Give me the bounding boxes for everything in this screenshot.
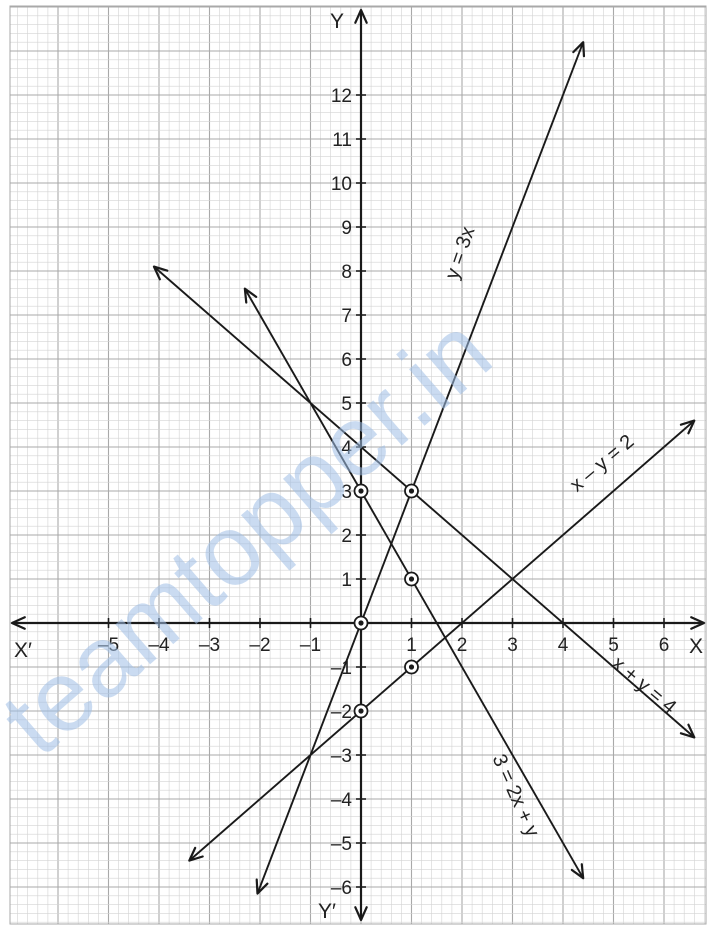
y-tick-label: 10: [331, 174, 352, 195]
y-tick-label: –3: [331, 746, 352, 767]
x-tick-label: –4: [148, 635, 170, 656]
watermark: teamtopper.in: [0, 295, 512, 777]
x-tick-label: –3: [199, 635, 220, 656]
x-axis-arrow-right: [690, 616, 706, 630]
marked-point-dot: [358, 488, 364, 494]
marked-point-dot: [358, 620, 364, 626]
x-tick-label: 2: [457, 635, 468, 656]
x-tick-label: 6: [659, 635, 670, 656]
y-tick-label: 3: [341, 482, 352, 503]
marked-point-dot: [358, 708, 364, 714]
y-tick-label: 5: [341, 394, 352, 415]
line-label: x – y = 2: [566, 431, 638, 497]
x-axis-arrow-left: [10, 616, 26, 630]
x-tick-label: 3: [507, 635, 518, 656]
marked-points: [353, 483, 419, 719]
series-arrow-end: [570, 863, 585, 880]
series-arrow-start: [243, 287, 258, 304]
series-arrow-start: [152, 265, 169, 281]
series-line-4: [188, 419, 695, 862]
y-tick-label: 12: [331, 86, 352, 107]
marked-point-dot: [408, 576, 415, 582]
y-tick-label: 1: [341, 570, 352, 591]
x-tick-label: –5: [98, 635, 119, 656]
y-tick-label: 9: [341, 218, 352, 239]
y-axis-negative-label: Y′: [318, 900, 336, 923]
series-arrow-end: [679, 723, 696, 739]
y-tick-label: 11: [332, 130, 352, 151]
series-arrow-end: [679, 419, 696, 435]
y-tick-label: –2: [331, 702, 352, 723]
y-tick-label: –4: [331, 790, 353, 811]
x-tick-label: 5: [608, 635, 619, 656]
x-tick-label: –2: [249, 635, 270, 656]
line-label: y = 3x: [441, 224, 479, 282]
y-axis-arrow-up: [354, 8, 368, 24]
y-tick-label: –5: [331, 834, 352, 855]
y-tick-label: 4: [341, 438, 352, 459]
y-tick-label: 7: [341, 306, 352, 327]
marked-point-dot: [408, 488, 415, 494]
grid-border: [9, 5, 707, 925]
marked-point-dot: [408, 664, 415, 670]
series-arrow-start: [188, 846, 204, 862]
line-labels: y = 3x3 = 2x + yx + y = 4x – y = 2: [441, 224, 680, 840]
x-axis-positive-label: X: [689, 635, 703, 658]
series-arrow-start: [255, 878, 269, 895]
x-axis-negative-label: X′: [14, 639, 32, 662]
series-line-1: [256, 41, 585, 894]
series-line-3: [153, 265, 695, 739]
y-tick-label: 8: [341, 262, 352, 283]
y-tick-label: –6: [331, 878, 352, 899]
y-tick-label: 2: [341, 526, 352, 547]
y-axis-arrow-down: [354, 906, 368, 922]
y-axis-positive-label: Y: [330, 10, 344, 33]
x-tick-label: 1: [406, 635, 417, 656]
x-tick-label: 4: [558, 635, 569, 656]
x-tick-label: –1: [300, 635, 321, 656]
y-tick-label: 6: [341, 350, 352, 371]
y-tick-label: –1: [331, 658, 352, 679]
series-arrow-end: [572, 41, 586, 58]
